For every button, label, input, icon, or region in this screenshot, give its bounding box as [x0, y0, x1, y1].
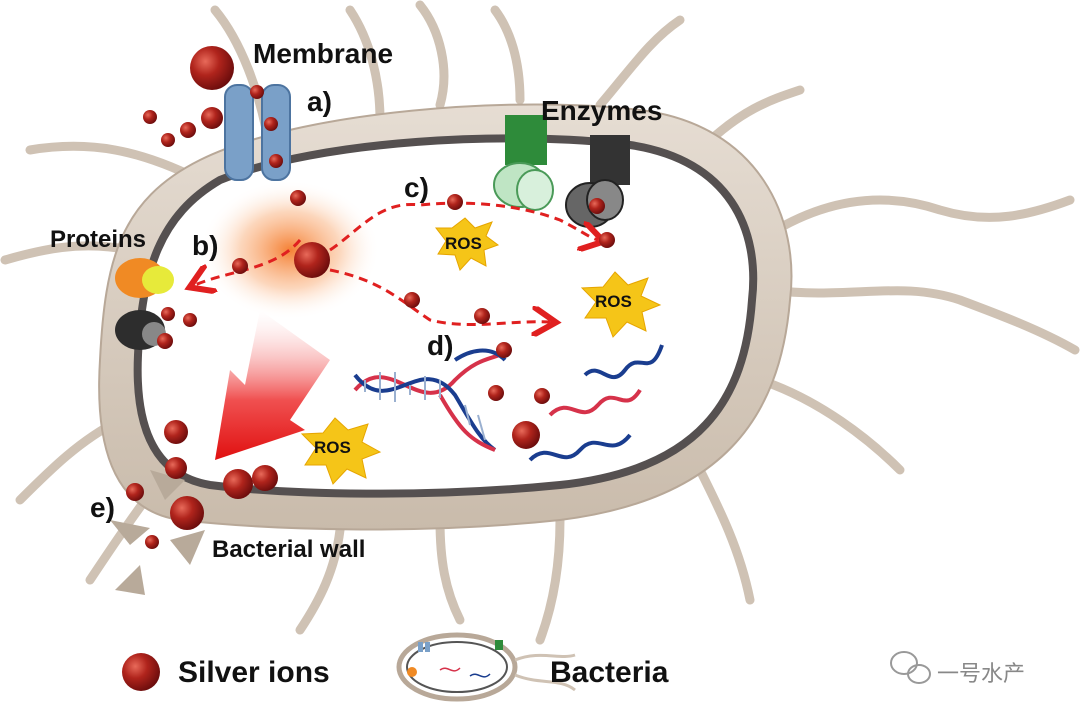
- ros-star-2: [580, 271, 662, 338]
- label-e: e): [90, 492, 115, 523]
- label-enzymes: Enzymes: [541, 95, 663, 126]
- wall-damage-arrow: [215, 310, 330, 460]
- protein-orange: [115, 258, 174, 298]
- rna-strands: [528, 344, 664, 462]
- ros-label-2: ROS: [595, 292, 632, 311]
- pathway-arrows: [195, 201, 598, 324]
- legend-bacteria: Bacteria: [550, 656, 669, 689]
- label-c: c): [404, 172, 429, 203]
- watermark-text: 一号水产: [937, 662, 1026, 687]
- label-bacterial-wall: Bacterial wall: [212, 536, 366, 563]
- ros-label-1: ROS: [445, 234, 482, 253]
- label-a: a): [307, 86, 332, 117]
- silver-ions: [126, 46, 615, 549]
- enzyme-green: [493, 115, 554, 211]
- legend-silver-ions: Silver ions: [178, 656, 330, 689]
- membrane-protein: [224, 84, 291, 181]
- ros-star-1: [434, 217, 500, 271]
- label-d: d): [427, 330, 454, 361]
- ros-label-3: ROS: [314, 438, 351, 457]
- wechat-icon: [890, 651, 931, 684]
- ros-glow: [200, 180, 380, 320]
- label-proteins: Proteins: [50, 226, 147, 253]
- label-membrane: Membrane: [253, 38, 394, 69]
- ros-star-3: [300, 417, 382, 485]
- legend-silver-ion-icon: [122, 653, 160, 691]
- label-b: b): [192, 230, 219, 261]
- legend-bacteria-icon: [396, 632, 576, 702]
